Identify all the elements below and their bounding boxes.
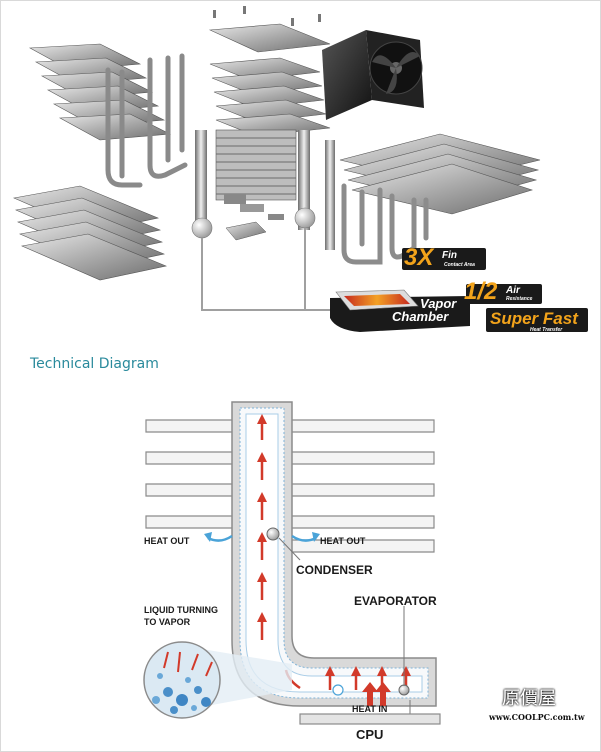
- fin-stack-center: [208, 23, 331, 137]
- heat-in-label: HEAT IN: [352, 704, 388, 714]
- evaporator-point-right: [398, 684, 410, 696]
- fin-badge-big: 3X: [404, 244, 434, 271]
- superfast-sub: Heat Transfer: [530, 327, 563, 333]
- section-title: Technical Diagram: [30, 356, 159, 372]
- vapor-line2: Chamber: [392, 309, 449, 324]
- fin-badge-title: Fin: [442, 250, 457, 261]
- air-badge-sub: Resistance: [506, 296, 533, 302]
- fan-icon: [322, 30, 424, 120]
- heatpipes-left: [105, 53, 188, 188]
- cpu-label: CPU: [356, 727, 384, 742]
- fin-badge-bg: [402, 248, 486, 270]
- connector-lines: [201, 228, 330, 311]
- fin-stack-upper-left: [28, 43, 172, 141]
- heat-in-arrows: [362, 682, 391, 706]
- screws: [213, 6, 321, 26]
- condenser-label: CONDENSER: [296, 563, 373, 577]
- air-badge-bg: [466, 284, 542, 304]
- center-heatpipes: [191, 130, 335, 250]
- vapor-line1: Vapor: [420, 296, 457, 311]
- heat-out-arrowheads: [204, 532, 320, 542]
- evaporator-label: EVAPORATOR: [354, 594, 437, 608]
- air-badge-title: Air: [506, 285, 520, 296]
- liquid-magnifier: [143, 641, 292, 719]
- air-badge-big: 1/2: [464, 278, 498, 305]
- fin-badge-sub: Contact Area: [444, 262, 475, 268]
- vapor-chamber-badge: [330, 289, 470, 332]
- liquid-label-line1: LIQUID TURNING: [144, 605, 218, 615]
- diagram-fins: [145, 419, 435, 553]
- superfast-text: Super Fast: [490, 309, 578, 328]
- watermark-url: www.COOLPC.com.tw: [489, 712, 585, 722]
- condenser-point: [266, 527, 280, 541]
- fin-stack-right: [339, 133, 541, 215]
- heat-out-right-label: HEAT OUT: [320, 536, 366, 546]
- liquid-label-line2: TO VAPOR: [144, 617, 191, 627]
- heatpipes-right: [341, 183, 429, 265]
- evaporator-point-left: [332, 684, 344, 696]
- fin-stack-lower-left: [12, 185, 168, 281]
- superfast-badge-bg: [486, 308, 588, 332]
- cpu-block: [299, 713, 441, 725]
- fin-block-center: [215, 129, 297, 201]
- heat-out-left-label: HEAT OUT: [144, 536, 190, 546]
- mounting-parts: [224, 194, 284, 241]
- watermark-logo: 原價屋: [502, 688, 556, 709]
